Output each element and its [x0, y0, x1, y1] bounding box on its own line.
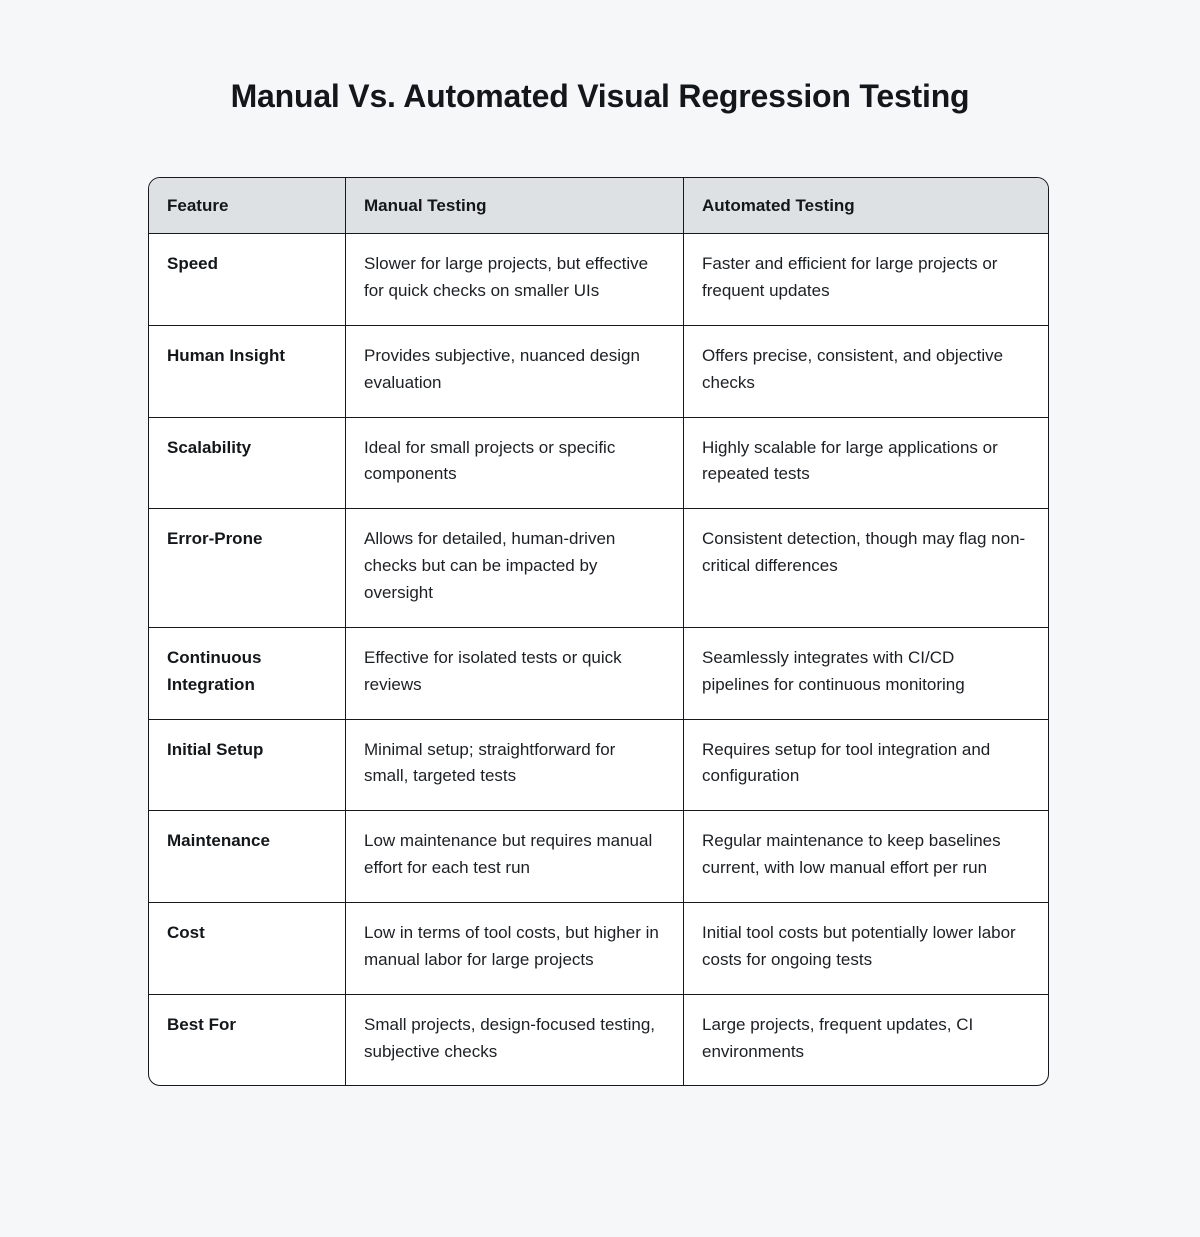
cell-manual: Allows for detailed, human-driven checks…: [345, 509, 683, 628]
cell-feature: Human Insight: [149, 326, 345, 418]
table-row: Continuous Integration Effective for iso…: [149, 627, 1048, 720]
table-header-row: Feature Manual Testing Automated Testing: [149, 178, 1048, 235]
table-row: Scalability Ideal for small projects or …: [149, 417, 1048, 510]
table-row: Initial Setup Minimal setup; straightfor…: [149, 719, 1048, 812]
comparison-table: Feature Manual Testing Automated Testing…: [148, 177, 1049, 1087]
cell-feature: Initial Setup: [149, 720, 345, 812]
cell-feature: Scalability: [149, 418, 345, 510]
page-title: Manual Vs. Automated Visual Regression T…: [230, 78, 970, 114]
cell-automated: Regular maintenance to keep baselines cu…: [683, 811, 1048, 903]
cell-automated: Seamlessly integrates with CI/CD pipelin…: [683, 627, 1048, 720]
table-row: Error-Prone Allows for detailed, human-d…: [149, 509, 1048, 628]
cell-automated: Highly scalable for large applications o…: [683, 417, 1048, 510]
cell-automated: Faster and efficient for large projects …: [683, 234, 1048, 326]
cell-manual: Ideal for small projects or specific com…: [345, 417, 683, 510]
cell-feature: Speed: [149, 234, 345, 326]
table-row: Best For Small projects, design-focused …: [149, 994, 1048, 1086]
cell-manual: Provides subjective, nuanced design eval…: [345, 325, 683, 418]
cell-feature: Error-Prone: [149, 509, 345, 628]
cell-automated: Requires setup for tool integration and …: [683, 719, 1048, 812]
table-row: Maintenance Low maintenance but requires…: [149, 811, 1048, 903]
cell-automated: Consistent detection, though may flag no…: [683, 509, 1048, 628]
cell-manual: Slower for large projects, but effective…: [345, 234, 683, 326]
cell-feature: Best For: [167, 1014, 236, 1034]
cell-feature: Cost: [149, 903, 345, 995]
cell-feature: Maintenance: [149, 811, 345, 903]
table-row: Speed Slower for large projects, but eff…: [149, 234, 1048, 326]
cell-manual: Minimal setup; straightforward for small…: [345, 719, 683, 812]
table-row: Cost Low in terms of tool costs, but hig…: [149, 902, 1048, 995]
table-row: Human Insight Provides subjective, nuanc…: [149, 325, 1048, 418]
cell-feature: Continuous Integration: [149, 628, 345, 720]
table-header: Feature Manual Testing Automated Testing: [149, 178, 1048, 235]
table-body: Speed Slower for large projects, but eff…: [149, 234, 1048, 1086]
cell-automated: Large projects, frequent updates, CI env…: [683, 994, 1048, 1086]
cell-manual: Low in terms of tool costs, but higher i…: [345, 902, 683, 995]
column-header-automated: Automated Testing: [683, 178, 1048, 235]
comparison-table-container: Feature Manual Testing Automated Testing…: [148, 177, 1049, 1087]
column-header-manual: Manual Testing: [345, 178, 683, 235]
column-header-feature: Feature: [149, 178, 345, 235]
cell-manual: Effective for isolated tests or quick re…: [345, 627, 683, 720]
cell-automated: Offers precise, consistent, and objectiv…: [683, 325, 1048, 418]
cell-manual: Small projects, design-focused testing, …: [345, 994, 683, 1086]
cell-automated: Initial tool costs but potentially lower…: [683, 902, 1048, 995]
cell-manual: Low maintenance but requires manual effo…: [345, 811, 683, 903]
